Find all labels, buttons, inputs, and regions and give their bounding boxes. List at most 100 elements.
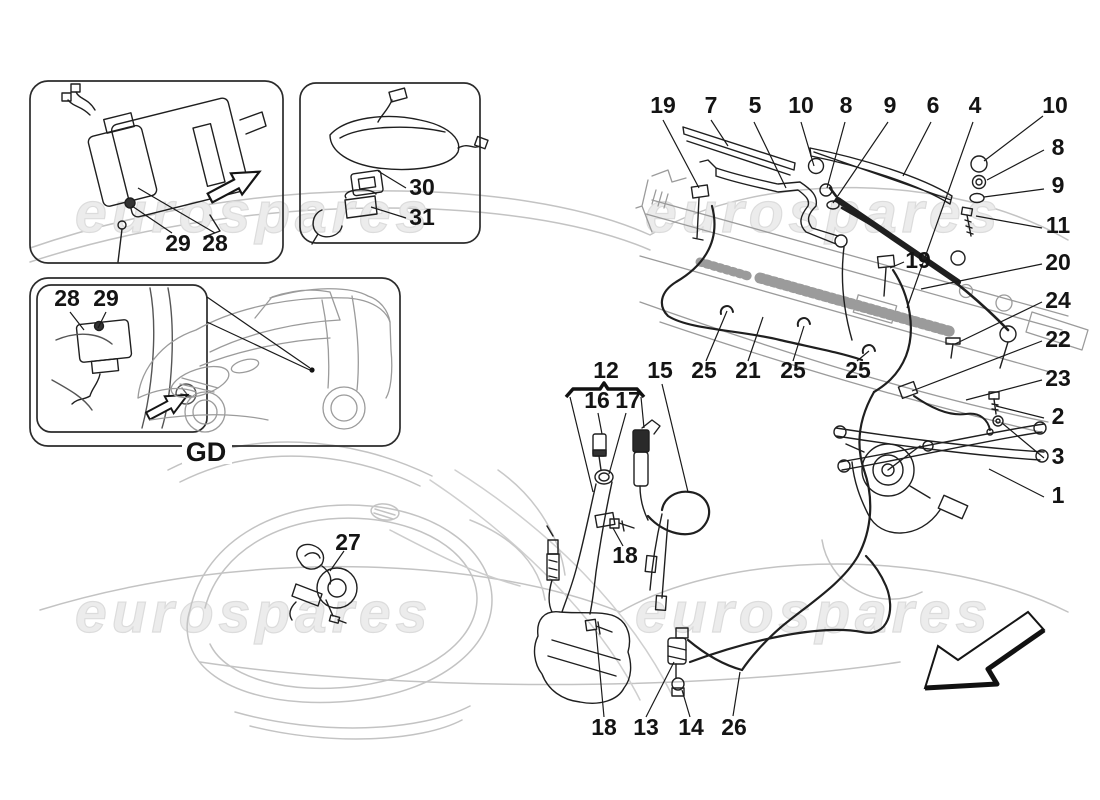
cowl-left-hatch [651,189,669,209]
valve-13-bands [667,645,687,679]
part-label-29-box3[interactable]: 29 [93,285,119,311]
gd-inner-border [36,284,208,433]
pump-17-body [633,451,649,487]
motor-wire-loop [851,461,941,534]
watermark-swoosh-top [29,186,1069,249]
part-label-12[interactable]: 12 [593,357,619,383]
engine-bay-lines [51,333,113,411]
car-wheel-rear [322,386,366,430]
cable-connector-2 [654,594,668,612]
part-label-21[interactable]: 21 [735,357,761,383]
part-label-30[interactable]: 30 [409,174,435,200]
bumper-opening-inner [204,517,478,690]
wire-plug2 [70,83,81,93]
motor-connector-plug [937,494,969,520]
cable-15-tails [649,513,669,599]
filler-ring-inner [598,472,610,482]
part-label-26[interactable]: 26 [721,714,747,740]
part-label-3[interactable]: 3 [1052,443,1065,469]
valve-22 [897,380,919,400]
car-body-outline [137,297,393,399]
cap-16-band [592,449,607,457]
ball-joint-2 [1035,449,1049,463]
part-label-4[interactable]: 4 [969,92,982,118]
clip-25b [796,317,811,327]
cowl-vent-hatch [854,302,896,320]
nozzle-19a [690,184,710,199]
wiper-motor [861,443,915,497]
motor-crank [845,443,931,499]
horn-trumpet [296,543,325,570]
part-label-19-mid[interactable]: 19 [905,247,931,273]
watermark-swoosh-bottom [39,563,1069,613]
mirror-body [329,115,460,171]
part-label-7[interactable]: 7 [705,92,718,118]
bumper-lip [234,705,471,729]
part-label-14[interactable]: 14 [678,714,704,740]
cable-connector-1 [644,554,658,574]
a-pillar-lines [141,287,173,429]
part-label-10[interactable]: 10 [788,92,814,118]
part-label-29-box1[interactable]: 29 [165,230,191,256]
screw-18b-shaft [595,621,613,635]
part-label-23[interactable]: 23 [1045,365,1071,391]
wiper-motor-hub [881,463,895,477]
part-label-1[interactable]: 1 [1052,482,1065,508]
mirror-control-box [350,169,384,197]
part-label-5[interactable]: 5 [749,92,762,118]
mirror-art [311,87,489,245]
part-label-6[interactable]: 6 [927,92,940,118]
part-label-15[interactable]: 15 [647,357,673,383]
part-label-18a[interactable]: 18 [612,542,638,568]
tank-body [533,611,632,704]
gd-label-backing [182,440,232,464]
car-headlight [230,358,260,374]
part-label-8r[interactable]: 8 [1052,134,1065,160]
pump-17-tube [639,485,649,521]
part-label-31[interactable]: 31 [409,204,435,230]
part-label-28-box1[interactable]: 28 [202,230,228,256]
part-label-28-box3[interactable]: 28 [54,285,80,311]
part-label-20[interactable]: 20 [1045,249,1071,275]
horn-wire [289,601,297,621]
ball-joint-4 [1033,421,1047,435]
cowl-hole2 [958,283,974,299]
part-label-19-top[interactable]: 19 [650,92,676,118]
part-label-25b[interactable]: 25 [780,357,806,383]
filler-ring [594,469,614,485]
pump-17-tab [641,419,661,435]
part-label-10b[interactable]: 10 [1042,92,1068,118]
grommet-24-stem [950,343,954,359]
part-label-9[interactable]: 9 [884,92,897,118]
part-label-2[interactable]: 2 [1052,403,1065,429]
part-label-18b[interactable]: 18 [591,714,617,740]
part-label-22[interactable]: 22 [1045,326,1071,352]
clip-25a [719,305,734,315]
direction-arrow-icon [206,170,262,204]
wiper-arm-4 [828,186,1010,332]
part-label-8[interactable]: 8 [840,92,853,118]
part-label-16[interactable]: 16 [584,387,610,413]
reservoir-art [533,419,892,704]
car-grille [170,365,230,399]
part-label-25c[interactable]: 25 [845,357,871,383]
body-curve3 [389,529,521,587]
horn-disc [316,567,358,609]
control-unit-art [61,83,267,263]
part-label-9r[interactable]: 9 [1052,172,1065,198]
part-label-27[interactable]: 27 [335,529,361,555]
part-label-13[interactable]: 13 [633,714,659,740]
watermark-layer: eurospares eurospares eurospares eurospa… [29,180,1069,686]
watermark-text-top-right: eurospares [645,181,1002,245]
screw-line [117,228,123,263]
part-label-17[interactable]: 17 [615,387,641,413]
cap-10a [807,157,825,175]
part-label-11[interactable]: 11 [1046,212,1071,238]
part-label-25a[interactable]: 25 [691,357,717,383]
part-label-24[interactable]: 24 [1045,287,1071,313]
hose-main-run [740,390,876,672]
wiper-blade-6 [809,147,953,205]
bumper-opening-outer [186,504,493,704]
